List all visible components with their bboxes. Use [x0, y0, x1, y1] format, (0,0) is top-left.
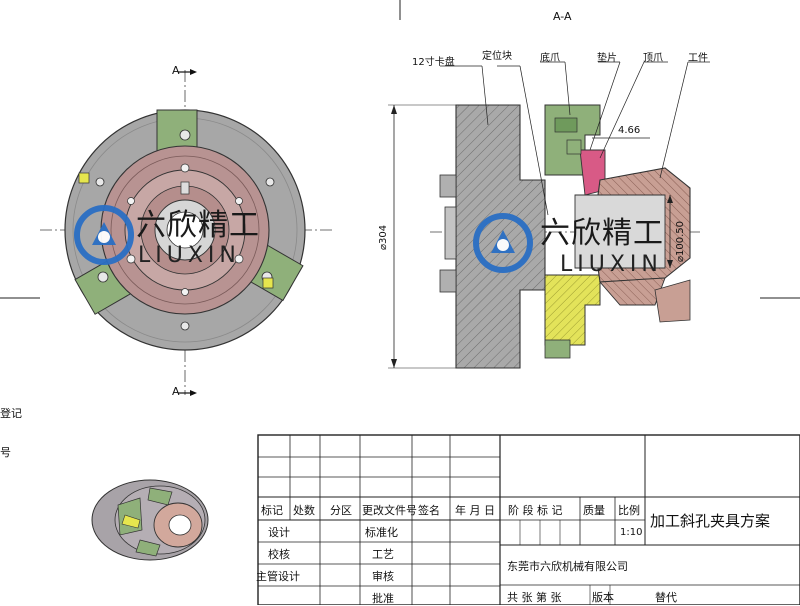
- margin-label-2: 号: [0, 446, 11, 459]
- workpiece-bore: [574, 194, 666, 269]
- callout-chuck: 12寸卡盘: [412, 57, 455, 68]
- title-block-grid: [257, 434, 800, 605]
- tb-header-count: 处数: [293, 504, 315, 517]
- tb-header-doc: 更改文件号: [362, 504, 417, 517]
- section-view: [388, 61, 710, 369]
- front-view: [40, 69, 335, 396]
- watermark-zh-left: 六欣精工: [136, 208, 260, 243]
- margin-label-1: 登记: [0, 407, 22, 420]
- cut-mark-top: A: [172, 64, 180, 77]
- tb-chief-design: 主管设计: [256, 570, 300, 583]
- section-title: A-A: [553, 10, 572, 23]
- callout-shim: 垫片: [597, 53, 617, 64]
- tb-sheet-info: 共 张 第 张: [507, 591, 562, 604]
- tb-process: 工艺: [372, 548, 394, 561]
- callout-top-jaw: 顶爪: [643, 53, 663, 64]
- tb-approve: 批准: [372, 592, 394, 605]
- tb-stage: 阶 段 标 记: [508, 504, 563, 517]
- tb-header-date: 年 月 日: [455, 504, 495, 517]
- tb-weight: 质量: [583, 504, 605, 517]
- tb-design: 设计: [268, 526, 290, 539]
- tb-header-zone: 分区: [330, 504, 352, 517]
- cut-mark-bottom: A: [172, 385, 180, 398]
- watermark-logo-right: [473, 213, 533, 273]
- dim-outer-diameter: ⌀304: [378, 224, 389, 250]
- isometric-view: [91, 479, 209, 561]
- tb-standardization: 标准化: [365, 526, 398, 539]
- watermark-zh-right: 六欣精工: [540, 216, 664, 251]
- callout-base-jaw: 底爪: [540, 53, 560, 64]
- section-base-jaw-bottom: [544, 274, 601, 346]
- tb-header-sign: 签名: [418, 504, 440, 517]
- watermark-en-left: LIUXIN: [138, 243, 241, 268]
- face-plate-holes: [126, 163, 244, 296]
- dim-gap: 4.66: [618, 125, 641, 136]
- watermark-en-right: LIUXIN: [560, 252, 663, 277]
- tb-company: 东莞市六欣机械有限公司: [507, 560, 628, 573]
- tb-review: 审核: [372, 570, 394, 583]
- tb-drawing-title: 加工斜孔夹具方案: [650, 512, 771, 530]
- tb-version: 版本: [592, 591, 614, 604]
- tb-header-mark: 标记: [261, 504, 283, 517]
- tb-check: 校核: [268, 548, 290, 561]
- tb-replace: 替代: [655, 591, 677, 604]
- watermark-logo-left: [74, 205, 134, 265]
- callout-locator: 定位块: [482, 51, 512, 62]
- callout-workpiece: 工件: [688, 53, 708, 64]
- tb-scale-label: 比例: [618, 504, 640, 517]
- tb-scale-value: 1:10: [620, 527, 643, 538]
- dim-bore-diameter: ⌀100.50: [675, 220, 686, 262]
